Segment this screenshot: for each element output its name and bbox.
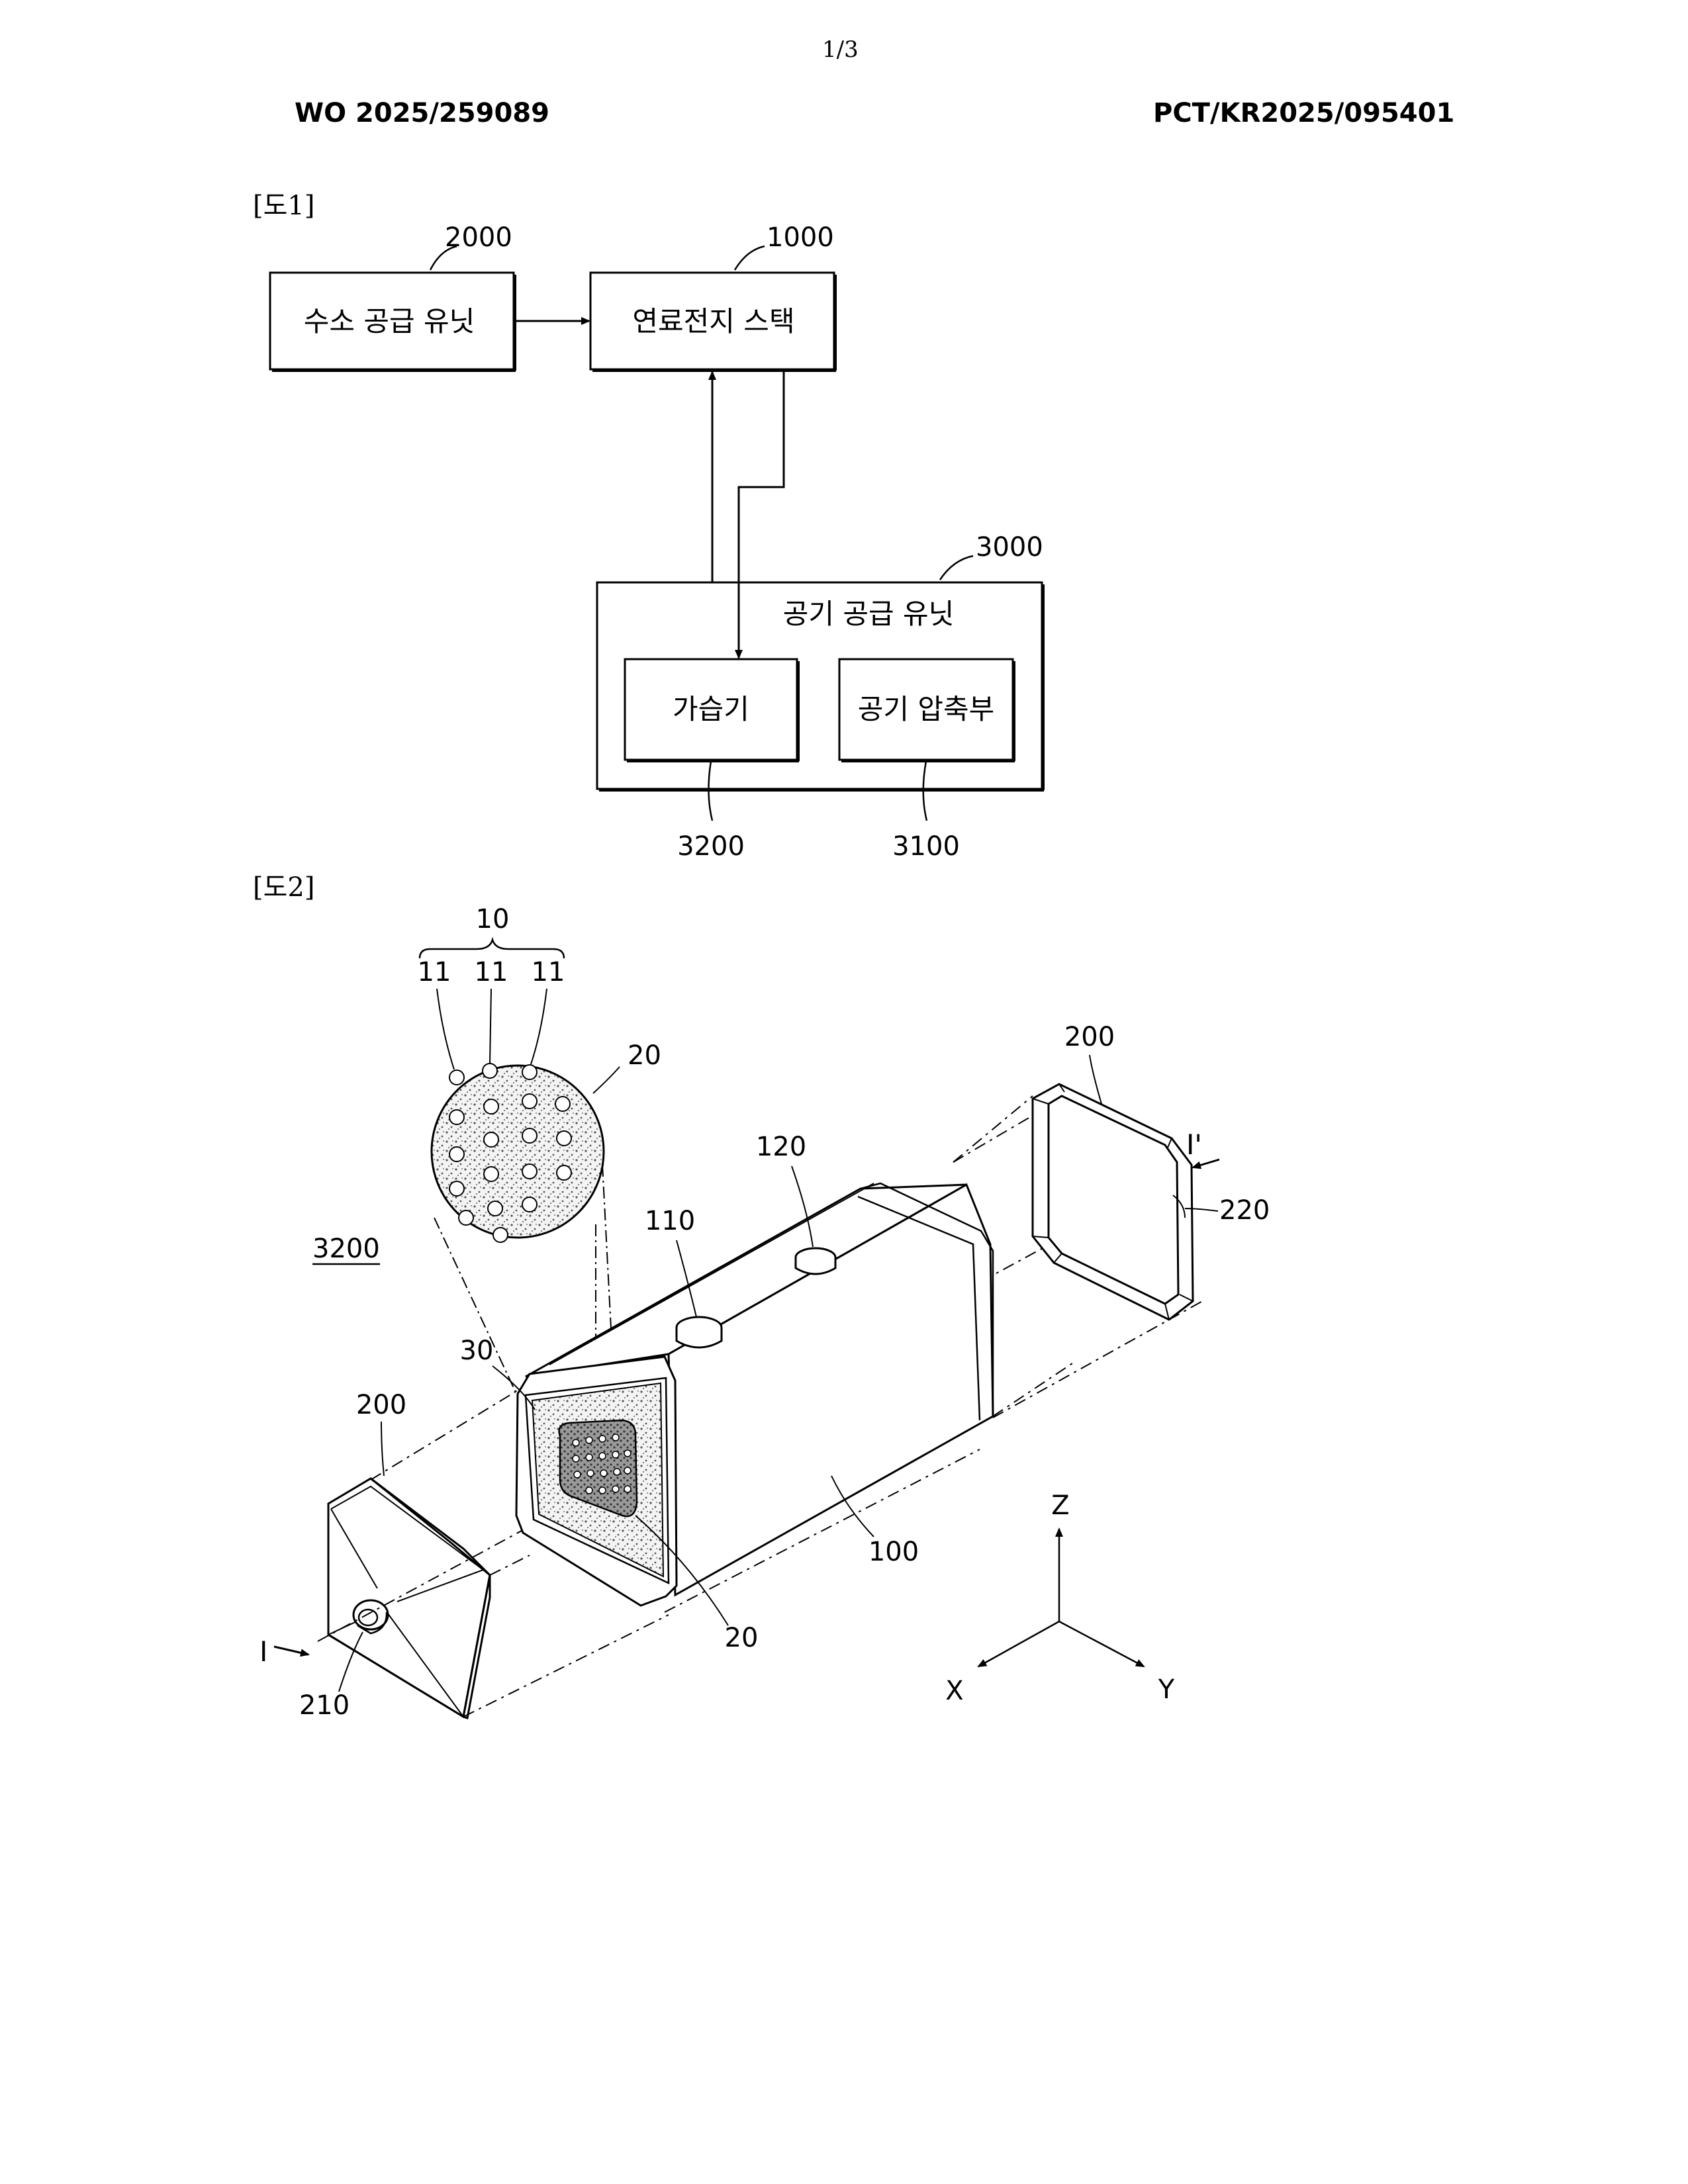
ref-2000: 2000 [445, 222, 512, 253]
ref-11-a: 11 [418, 957, 451, 987]
left-cap-200 [328, 1479, 490, 1718]
right-cap-200 [1033, 1084, 1193, 1320]
humidifier-box: 가습기 [625, 659, 799, 761]
figure1-block-diagram: 수소 공급 유닛 2000 연료전지 스택 1000 공기 공급 유닛 3000 [270, 222, 1044, 862]
ref-3100: 3100 [892, 831, 960, 862]
axis-y-label: Y [1158, 1674, 1175, 1705]
ref-220: 220 [1219, 1195, 1270, 1226]
ref-210: 210 [299, 1690, 350, 1721]
ref-20-bottom: 20 [725, 1623, 759, 1653]
ref-11-b: 11 [475, 957, 508, 987]
fuel-cell-stack-text: 연료전지 스택 [632, 305, 794, 338]
section-marker-end: I' [1186, 1128, 1202, 1161]
air-supply-unit-text: 공기 공급 유닛 [783, 598, 955, 630]
coordinate-axes: Z X Y [945, 1490, 1174, 1706]
figure2-humidifier-drawing: 10 11 11 11 20 [259, 904, 1270, 1721]
humidifier-body-100 [516, 1183, 993, 1606]
ref-20-top: 20 [628, 1040, 661, 1071]
ref-200-right: 200 [1064, 1022, 1115, 1052]
ref-3000: 3000 [976, 532, 1043, 563]
ref-3200-assembly: 3200 [312, 1234, 380, 1264]
ref-110: 110 [645, 1206, 695, 1236]
ref-10: 10 [476, 904, 510, 934]
ref-1000: 1000 [767, 222, 834, 253]
fuel-cell-stack-box: 연료전지 스택 [590, 273, 836, 371]
ref-30: 30 [460, 1336, 494, 1366]
hydrogen-supply-unit-text: 수소 공급 유닛 [304, 305, 475, 338]
section-arrow-start [274, 1647, 308, 1655]
ref-200-left: 200 [356, 1390, 406, 1420]
humidifier-text: 가습기 [673, 693, 749, 725]
section-marker-start: I [259, 1635, 267, 1668]
ref-3200: 3200 [677, 831, 745, 862]
axis-z-label: Z [1051, 1490, 1069, 1521]
ref-11-c: 11 [532, 957, 565, 987]
axis-x-label: X [945, 1676, 963, 1706]
air-compressor-box: 공기 압축부 [839, 659, 1015, 761]
ref-100: 100 [868, 1537, 919, 1567]
magnified-fiber-detail: 10 11 11 11 20 [418, 904, 661, 1242]
ref-120: 120 [756, 1132, 806, 1162]
hydrogen-supply-unit-box: 수소 공급 유닛 [270, 273, 516, 371]
air-compressor-text: 공기 압축부 [858, 693, 995, 725]
